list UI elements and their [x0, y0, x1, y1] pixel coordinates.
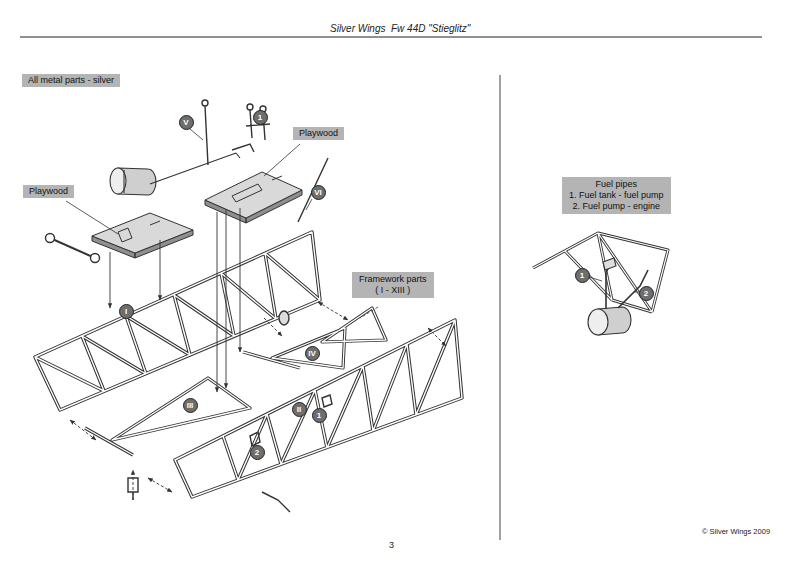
frame-outline [35, 232, 320, 410]
knob [247, 104, 253, 110]
label-text: ( I - XIII ) [359, 285, 427, 296]
label-text: V [183, 118, 188, 127]
frame-side-left [35, 232, 320, 410]
header-text: Fw 44D "Stieglitz" [391, 23, 470, 34]
frame-outline [533, 233, 668, 312]
small-parts [46, 100, 333, 512]
frame-inner [175, 320, 462, 497]
frame-outline [175, 320, 462, 497]
label-text: 2. Fuel pump - engine [569, 201, 664, 212]
label-text: Playwood [299, 128, 338, 139]
pulley [279, 311, 289, 325]
assembly-arrow [240, 208, 241, 352]
dashed-arrow [318, 302, 348, 320]
rod [205, 106, 328, 222]
label-text: 1 [258, 113, 262, 122]
assembly-lines [70, 208, 446, 500]
callout-number: 1 [312, 408, 327, 423]
dashed-arrow [133, 470, 134, 500]
dashed-arrow [70, 420, 96, 440]
callout-number: 2 [639, 286, 654, 301]
leader-line [190, 129, 203, 140]
label-text: All metal parts - silver [28, 75, 114, 86]
pedal [46, 234, 55, 243]
cross-frames [85, 308, 386, 455]
label-text: II [297, 405, 301, 414]
bent-rod [262, 492, 290, 512]
callout-number: I [119, 304, 134, 319]
label-tag: Playwood [293, 127, 344, 140]
label-tag: Fuel pipes1. Fuel tank - fuel pump2. Fue… [562, 177, 671, 214]
label-text: IV [308, 349, 316, 358]
plate-top [205, 172, 302, 218]
plate-top [92, 213, 193, 253]
fuel-pipe [606, 262, 648, 309]
callout-number: IV [305, 346, 320, 361]
label-text: Fuel pipes [569, 179, 664, 190]
callout-number: V [179, 115, 194, 130]
leader-line [589, 277, 640, 292]
label-text: 1 [580, 271, 584, 280]
frame-inner [533, 233, 668, 312]
rudder-bar [50, 238, 95, 258]
callout-number: 2 [250, 445, 265, 460]
header-text: Silver Wings [330, 23, 385, 34]
label-text: Framework parts [359, 274, 427, 285]
seat-fitting [250, 395, 332, 446]
callout-number: III [183, 398, 198, 413]
cross-frame-outline [85, 308, 386, 455]
label-text: 2 [255, 448, 259, 457]
tank-end [588, 309, 608, 335]
label-text: I [125, 307, 127, 316]
assembly-arrow [110, 252, 111, 308]
label-text: 2 [644, 289, 648, 298]
fuel-pump [603, 258, 616, 270]
label-text: 1 [317, 411, 321, 420]
pedal [91, 254, 100, 263]
label-text: 1. Fuel tank - fuel pump [569, 190, 664, 201]
fuel-inset-frame [533, 233, 668, 312]
label-tag: Framework parts( I - XIII ) [352, 272, 434, 298]
label-tag: Playwood [23, 185, 74, 198]
label-text: Playwood [29, 186, 68, 197]
callout-number: 1 [575, 268, 590, 283]
stick-knob [202, 100, 208, 106]
divider-line [500, 75, 501, 540]
callout-number: 1 [253, 110, 268, 125]
dashed-arrow [428, 328, 446, 346]
leader-line [306, 199, 312, 210]
callout-number: II [292, 402, 307, 417]
label-text: III [187, 401, 194, 410]
leader-line [66, 201, 118, 234]
label-tag: All metal parts - silver [22, 74, 120, 87]
assembly-arrow [160, 240, 161, 300]
leader-line [264, 144, 300, 176]
label-text: VI [314, 188, 322, 197]
frame-inner [35, 232, 320, 410]
leader-lines [66, 129, 378, 318]
fuel-line [124, 153, 240, 193]
assembly-arrow [226, 210, 227, 388]
assembly-arrow [217, 212, 218, 392]
dashed-arrow [148, 478, 172, 492]
header-rule [20, 36, 762, 37]
copyright-note: © Silver Wings 2009 [702, 527, 770, 536]
cross-frame-inner [85, 308, 386, 455]
frame-side-right [175, 320, 462, 497]
leader-line [360, 307, 378, 318]
dashed-arrow [264, 318, 282, 336]
fuel-tank [110, 153, 240, 195]
callout-number: VI [311, 185, 326, 200]
page-number: 3 [389, 540, 394, 550]
